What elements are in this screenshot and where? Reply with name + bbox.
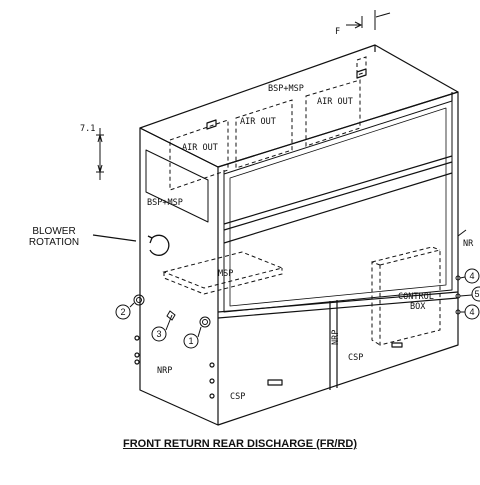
air-out-left-label: AIR OUT — [182, 143, 218, 153]
control-box-label-line2: BOX — [410, 302, 426, 312]
csp-left-label: CSP — [230, 392, 245, 402]
front-face — [217, 91, 459, 426]
side-access-window — [145, 149, 209, 223]
left-side-panel — [139, 127, 219, 426]
callout-4b: 4 — [469, 307, 474, 317]
nrp-front-label: NRP — [331, 330, 341, 345]
air-out-opening-mid — [235, 99, 293, 169]
callout-circle-4a — [464, 268, 480, 284]
control-box-label-line1: CONTROL — [398, 292, 434, 302]
callout-circle-1 — [183, 333, 199, 349]
air-out-mid-label: AIR OUT — [240, 117, 276, 127]
figure-caption: FRONT RETURN REAR DISCHARGE (FR/RD) — [122, 438, 358, 450]
msp-panel-outline — [162, 251, 284, 289]
blower-rotation-arrow — [92, 234, 170, 256]
blower-rotation-line2: ROTATION — [28, 237, 80, 248]
csp-right-label: CSP — [348, 353, 363, 363]
f-dimension-label: F — [335, 27, 340, 37]
bsp-msp-top-label: BSP+MSP — [268, 84, 304, 94]
dimension-7-1-label: 7.1 — [80, 124, 95, 134]
nrp-right-label: NR — [463, 239, 474, 249]
callout-3: 3 — [156, 329, 161, 339]
control-box-outline — [379, 249, 441, 346]
callout-circle-3 — [151, 326, 167, 342]
callout-2: 2 — [120, 307, 125, 317]
callout-1: 1 — [188, 336, 193, 346]
callout-4a: 4 — [469, 271, 474, 281]
callout-circle-2 — [115, 304, 131, 320]
air-out-right-label: AIR OUT — [317, 97, 353, 107]
air-out-opening-left — [169, 119, 229, 191]
callout-5: 5 — [474, 289, 479, 299]
nrp-side-label: NRP — [157, 366, 172, 376]
callout-circle-5 — [471, 286, 480, 302]
bsp-msp-side-label: BSP+MSP — [147, 198, 183, 208]
msp-label: MSP — [218, 269, 233, 279]
air-out-opening-right — [305, 79, 361, 147]
blower-rotation-line1: BLOWER — [32, 226, 76, 237]
blower-rotation-label: BLOWER ROTATION — [17, 226, 91, 248]
